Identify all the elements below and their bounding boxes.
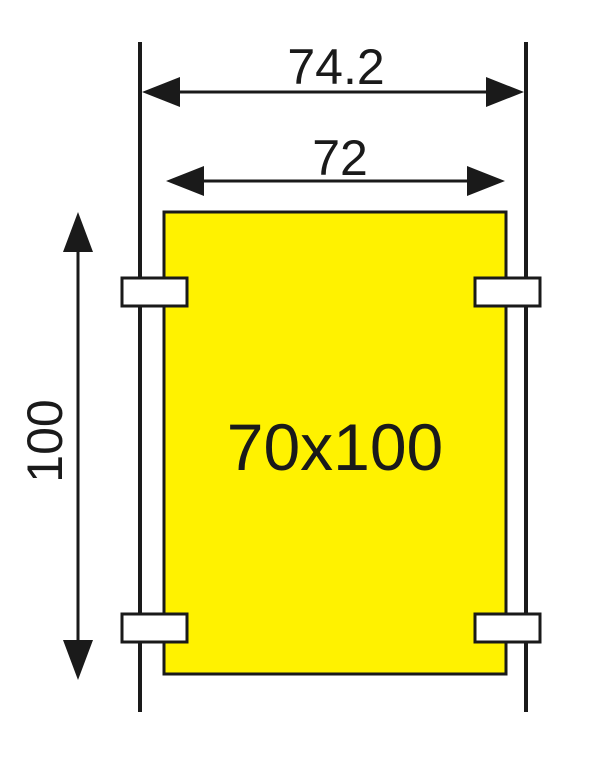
arrowhead-right-icon: [486, 77, 524, 107]
height-dimension: 100: [17, 212, 93, 680]
arrowhead-right-icon: [467, 166, 505, 196]
panel-size-label: 70x100: [227, 410, 444, 484]
arrowhead-down-icon: [63, 640, 93, 680]
height-label: 100: [17, 399, 73, 482]
arrowhead-left-icon: [166, 166, 204, 196]
inner-width-dimension: 72: [166, 130, 505, 196]
clip-top-left: [120, 276, 189, 308]
clip-top-right: [473, 276, 542, 308]
arrowhead-up-icon: [63, 212, 93, 252]
clip-bottom-left: [120, 612, 189, 644]
poster-panel: [162, 210, 508, 676]
outer-width-label: 74.2: [287, 39, 384, 95]
outer-width-dimension: 74.2: [142, 39, 524, 107]
arrowhead-left-icon: [142, 77, 180, 107]
clip-bottom-right: [473, 612, 542, 644]
inner-width-label: 72: [312, 130, 368, 186]
